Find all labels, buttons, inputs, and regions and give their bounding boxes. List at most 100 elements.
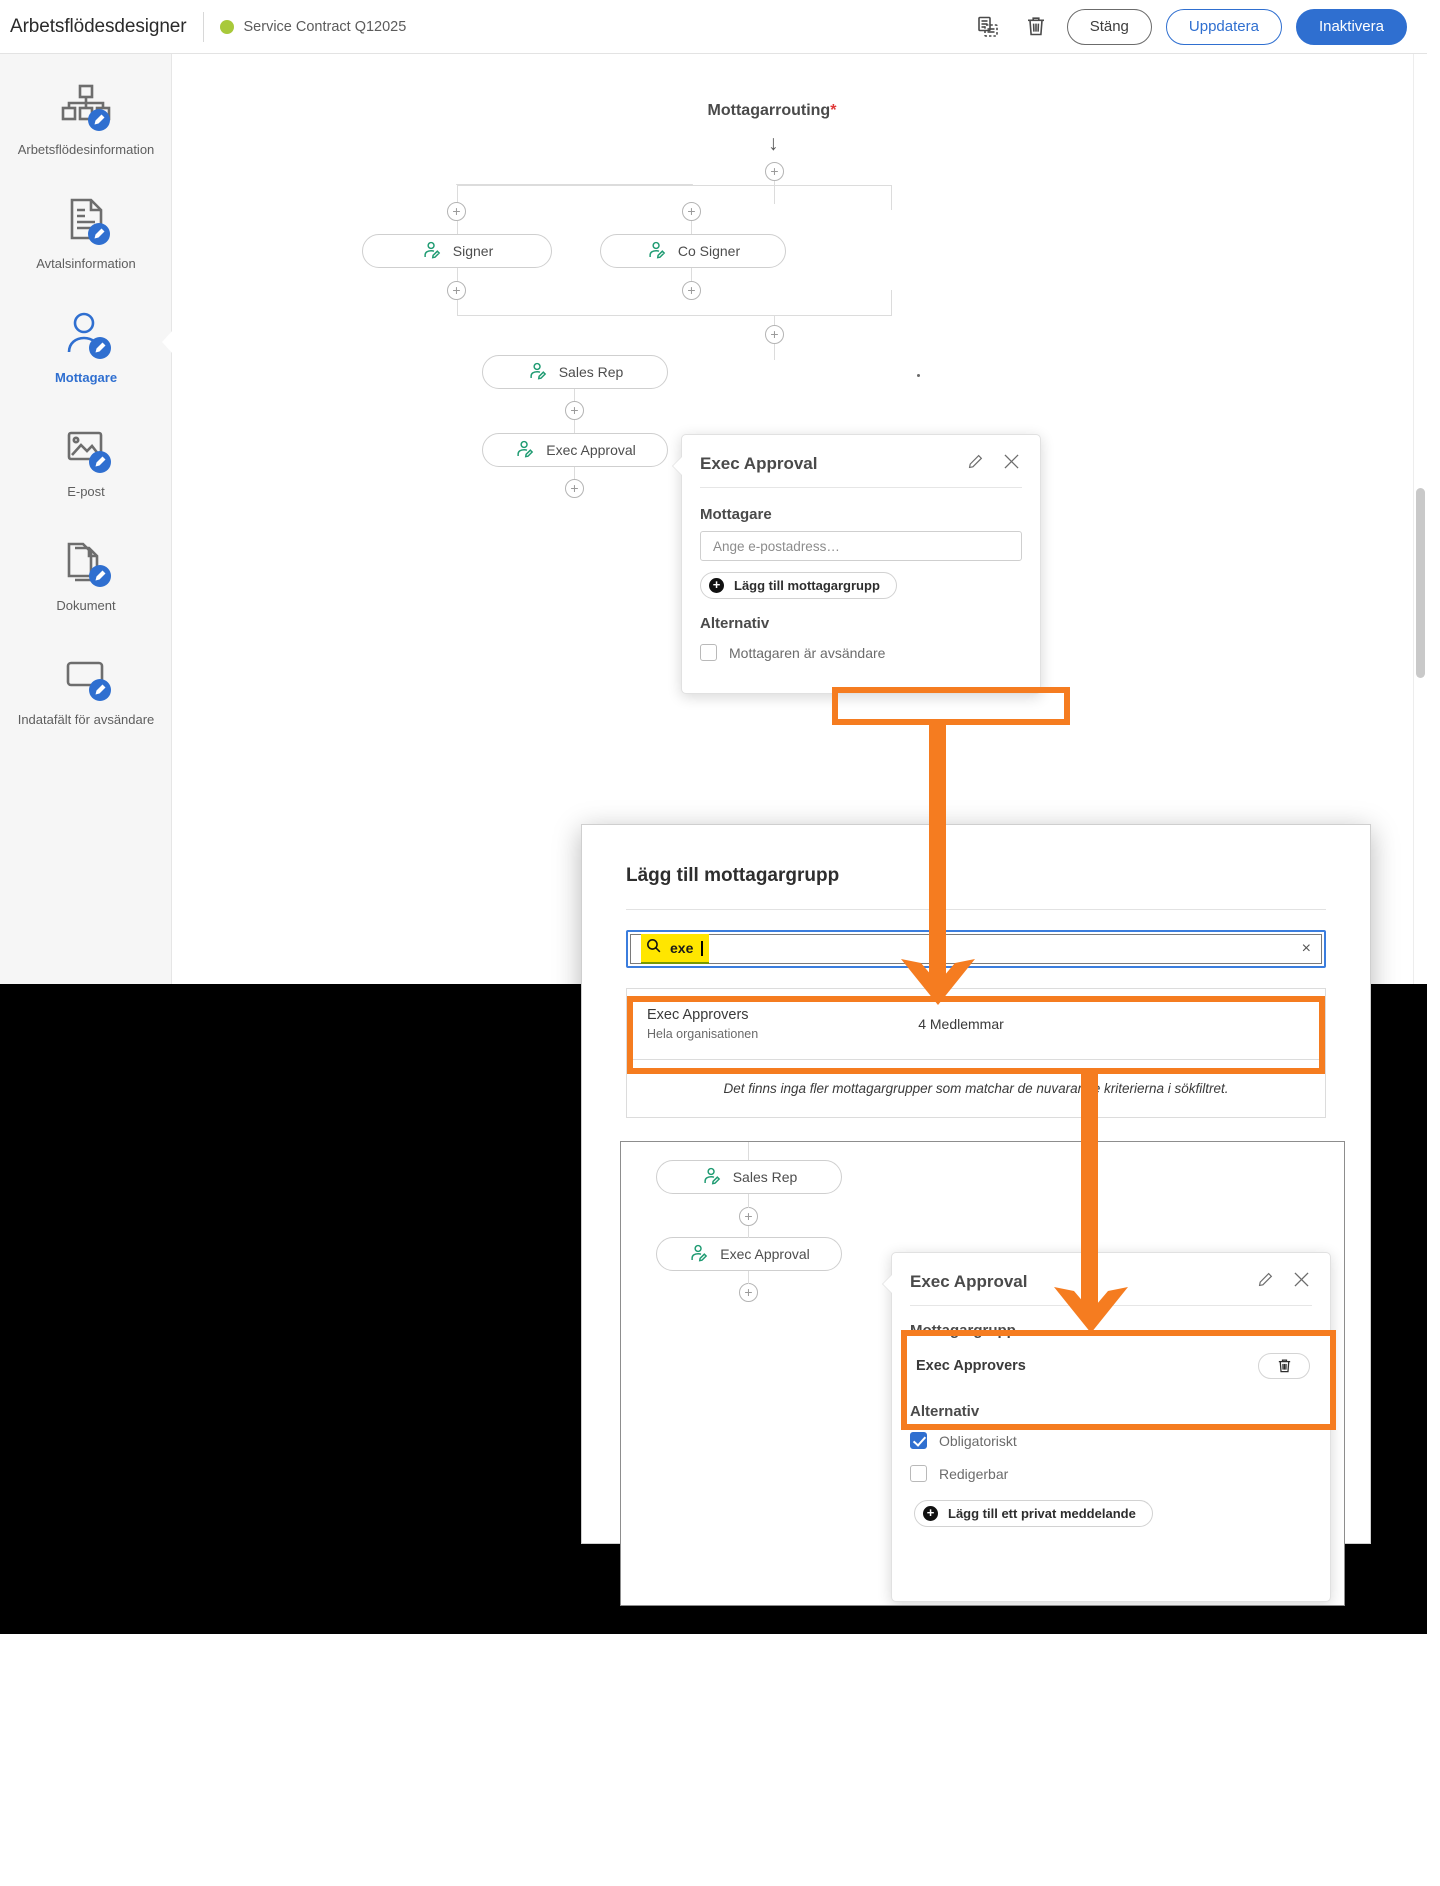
checkbox-redigerbar[interactable] — [910, 1465, 927, 1482]
checkbox-label: Obligatoriskt — [939, 1432, 1017, 1449]
search-results-list: Exec Approvers Hela organisationen 4 Med… — [626, 988, 1326, 1118]
add-recipient-group-label: Lägg till mottagargrupp — [734, 578, 880, 593]
modal-body: Lägg till mottagargrupp exe × — [582, 825, 1370, 1118]
status-badge — [219, 19, 234, 34]
flow-node-label: Exec Approval — [546, 442, 636, 458]
option-row-sender-is-recipient[interactable]: Mottagaren är avsändare — [682, 640, 1040, 665]
empty-results-message: Det finns inga fler mottagargrupper som … — [626, 1060, 1326, 1118]
add-step-button[interactable]: + — [739, 1207, 758, 1226]
popover-title: Exec Approval — [910, 1272, 1028, 1291]
recipient-section-label: Mottagare — [700, 506, 772, 523]
flow-node-signer[interactable]: Signer — [362, 234, 552, 268]
remove-group-button[interactable] — [1258, 1353, 1310, 1379]
add-step-button[interactable]: + — [682, 281, 701, 300]
flow-node-co-signer[interactable]: Co Signer — [600, 234, 786, 268]
connector-line — [574, 420, 576, 434]
close-button[interactable]: Stäng — [1066, 8, 1152, 45]
update-button[interactable]: Uppdatera — [1165, 8, 1282, 45]
add-private-message-button[interactable]: + Lägg till ett privat meddelande — [914, 1500, 1153, 1527]
add-step-button[interactable]: + — [765, 162, 784, 181]
connector-line — [457, 185, 891, 187]
add-recipient-group-button[interactable]: + Lägg till mottagargrupp — [700, 572, 897, 599]
add-private-message-label: Lägg till ett privat meddelande — [948, 1506, 1136, 1521]
recipient-person-edit-icon — [59, 308, 113, 364]
add-step-button[interactable]: + — [765, 325, 784, 344]
sidebar-item-dokument[interactable]: Dokument — [0, 536, 172, 646]
result-preview-panel: Sales Rep + Exec Approval + Exec Approva… — [620, 1141, 1345, 1606]
checkbox-sender-is-recipient[interactable] — [700, 644, 717, 661]
add-step-button[interactable]: + — [565, 479, 584, 498]
pencil-icon[interactable] — [966, 452, 985, 476]
search-input-wrapper[interactable]: exe × — [626, 930, 1326, 968]
result-text-block: Exec Approvers Hela organisationen — [647, 1007, 758, 1041]
options-label: Alternativ — [700, 615, 770, 632]
options-label: Alternativ — [910, 1403, 980, 1420]
trash-icon[interactable] — [1019, 10, 1053, 44]
sidebar-item-avtalsinformation[interactable]: Avtalsinformation — [0, 194, 172, 304]
flow-node-exec-approval[interactable]: Exec Approval — [482, 433, 668, 467]
connector-line — [691, 221, 693, 241]
search-icon — [645, 937, 662, 959]
search-input[interactable]: exe × — [630, 934, 1322, 964]
connector-line — [774, 344, 776, 360]
canvas-scrollbar-thumb[interactable] — [1416, 488, 1425, 678]
email-field[interactable]: Ange e-postadress… — [700, 531, 1022, 561]
workflow-hierarchy-edit-icon — [59, 80, 113, 136]
connector-line — [457, 221, 459, 241]
popover-caret — [673, 457, 682, 475]
flow-start-arrow: ↓ — [768, 132, 779, 155]
divider — [202, 11, 204, 42]
sidebar-item-label: Indatafält för avsändare — [17, 712, 155, 727]
add-step-button[interactable]: + — [565, 401, 584, 420]
connector-line — [457, 300, 459, 316]
close-x-icon[interactable] — [1001, 451, 1022, 477]
add-step-button[interactable]: + — [447, 281, 466, 300]
sender-input-field-edit-icon — [59, 650, 113, 706]
sidebar-item-label: Dokument — [56, 598, 116, 613]
pencil-icon[interactable] — [1256, 1270, 1275, 1294]
sidebar-item-mottagare[interactable]: Mottagare — [0, 308, 173, 418]
connector-line — [457, 185, 459, 210]
add-step-button[interactable]: + — [682, 202, 701, 221]
private-message-row: + Lägg till ett privat meddelande — [892, 1486, 1330, 1527]
search-input-value: exe — [670, 940, 694, 956]
flow-node-sales-rep[interactable]: Sales Rep — [656, 1160, 842, 1194]
group-member-count: 4 Medlemmar — [918, 1016, 1004, 1032]
search-input-value-highlight: exe — [641, 934, 709, 964]
clear-x-icon[interactable]: × — [1301, 940, 1311, 957]
sidebar-item-e-post[interactable]: E-post — [0, 422, 172, 532]
plus-icon: + — [709, 578, 724, 593]
popover-actions — [966, 451, 1022, 477]
copy-document-icon[interactable] — [971, 10, 1005, 44]
connector-line — [457, 268, 459, 284]
list-item[interactable]: Exec Approvers Hela organisationen 4 Med… — [626, 988, 1326, 1060]
deactivate-button[interactable]: Inaktivera — [1295, 8, 1407, 45]
option-row-redigerbar[interactable]: Redigerbar — [892, 1461, 1330, 1486]
plus-icon: + — [923, 1506, 938, 1521]
sidebar-item-indatafalt-for-avsandare[interactable]: Indatafält för avsändare — [0, 650, 172, 760]
group-section-label: Mottagargrupp — [910, 1322, 1016, 1339]
checkbox-obligatoriskt[interactable] — [910, 1432, 927, 1449]
flow-node-exec-approval[interactable]: Exec Approval — [656, 1237, 842, 1271]
connector-line — [574, 467, 576, 480]
connector-line — [891, 290, 893, 316]
top-bar-actions: Stäng Uppdatera Inaktivera — [971, 8, 1427, 45]
sidebar-item-arbetsflodesinformation[interactable]: Arbetsflödesinformation — [0, 80, 172, 190]
add-step-button[interactable]: + — [447, 202, 466, 221]
popover-actions — [1256, 1269, 1312, 1295]
sidebar-item-label: Avtalsinformation — [36, 256, 136, 271]
connector-line — [748, 1271, 750, 1284]
connector-line — [748, 1194, 750, 1208]
connector-line — [456, 184, 693, 185]
option-row-obligatoriskt[interactable]: Obligatoriskt — [892, 1428, 1330, 1453]
add-step-button[interactable]: + — [739, 1283, 758, 1302]
popover-header: Exec Approval — [682, 435, 1040, 487]
text-caret — [701, 940, 703, 956]
flow-node-label: Signer — [452, 243, 494, 259]
popover-title: Exec Approval — [700, 454, 818, 473]
flow-node-sales-rep[interactable]: Sales Rep — [482, 355, 668, 389]
close-x-icon[interactable] — [1291, 1269, 1312, 1295]
assigned-group-row: Exec Approvers — [892, 1347, 1330, 1385]
assigned-group-name: Exec Approvers — [916, 1358, 1026, 1374]
canvas-scrollbar-track[interactable] — [1413, 54, 1427, 984]
